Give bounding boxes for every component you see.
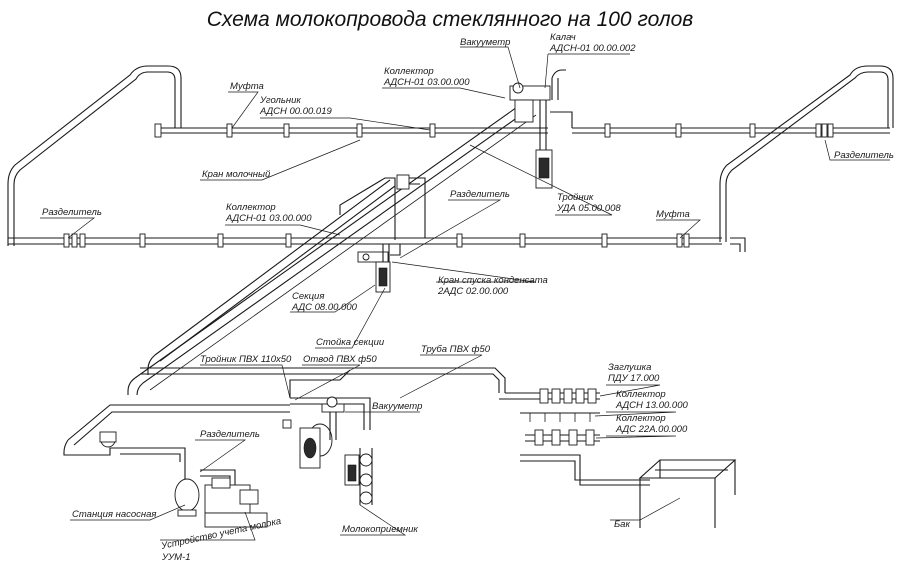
label-kollektor-mid-code: АДСН-01 03.00.000 — [225, 213, 312, 224]
label-ugolnik: Угольник — [259, 95, 301, 106]
labels: Вакууметр Калач АДСН-01 00.00.002 Коллек… — [42, 32, 894, 563]
label-mufta-right: Муфта — [656, 209, 690, 220]
label-mufta-left: Муфта — [230, 81, 264, 92]
label-razdelitel-low: Разделитель — [200, 429, 260, 440]
label-molokopriemnik: Молокоприемник — [342, 524, 418, 535]
line-fittings — [63, 123, 834, 248]
label-kollektor-adsn-code: АДСН 13.00.000 — [615, 400, 688, 411]
main-diagonal-line — [127, 104, 537, 396]
label-kollektor-ads-code: АДС 22А.00.000 — [615, 424, 688, 435]
label-kollektor-adsn: Коллектор — [616, 389, 666, 400]
label-ustroystvo-code: УУМ-1 — [161, 552, 191, 563]
label-stanciya: Станция насосная — [72, 509, 157, 520]
top-collector-assembly — [509, 69, 573, 189]
label-razdelitel-left: Разделитель — [42, 207, 102, 218]
label-otvod-pvh: Отвод ПВХ ф50 — [303, 354, 377, 365]
diagram-title: Схема молокопровода стеклянного на 100 г… — [206, 8, 694, 31]
leader-lines — [40, 46, 890, 541]
pump-station — [99, 431, 268, 528]
label-sekciya: Секция — [292, 291, 324, 302]
label-ugolnik-code: АДСН 00.00.019 — [259, 106, 332, 117]
pvc-line — [63, 367, 520, 462]
milk-receiver — [282, 396, 373, 505]
label-troynik-uda-code: УДА 05.00.008 — [556, 203, 621, 214]
label-truba-pvh: Труба ПВХ ф50 — [421, 344, 491, 355]
label-troynik-pvh: Тройник ПВХ 110х50 — [200, 354, 292, 365]
label-kollektor-mid: Коллектор — [226, 202, 276, 213]
middle-collector-assembly — [339, 174, 426, 293]
label-vakuummetr-top: Вакууметр — [460, 37, 510, 48]
label-kollektor-ads: Коллектор — [616, 413, 666, 424]
label-kran-molochny: Кран молочный — [202, 169, 271, 180]
label-razdelitel-mid: Разделитель — [450, 189, 510, 200]
label-kalach-code: АДСН-01 00.00.002 — [549, 43, 636, 54]
label-kollektor-top: Коллектор — [384, 66, 434, 77]
upper-milk-line — [7, 65, 894, 246]
label-kran-spuska: Кран спуска конденсата — [438, 275, 548, 286]
label-razdelitel-right: Разделитель — [834, 150, 894, 161]
pvc-collector-row — [520, 388, 650, 486]
label-kalach: Калач — [550, 32, 576, 43]
label-kran-spuska-code: 2АДС 02.00.000 — [437, 286, 509, 297]
tank — [638, 459, 737, 528]
label-sekciya-code: АДС 08.00.000 — [291, 302, 358, 313]
label-stoyka: Стойка секции — [316, 337, 385, 348]
lower-milk-line — [8, 237, 746, 252]
label-vakuummetr-low: Вакууметр — [372, 401, 422, 412]
label-troynik-uda: Тройник — [557, 192, 594, 203]
label-zaglushka-code: ПДУ 17.000 — [608, 373, 660, 384]
label-kollektor-top-code: АДСН-01 03.00.000 — [383, 77, 470, 88]
label-bak: Бак — [614, 519, 630, 530]
label-zaglushka: Заглушка — [608, 362, 651, 373]
